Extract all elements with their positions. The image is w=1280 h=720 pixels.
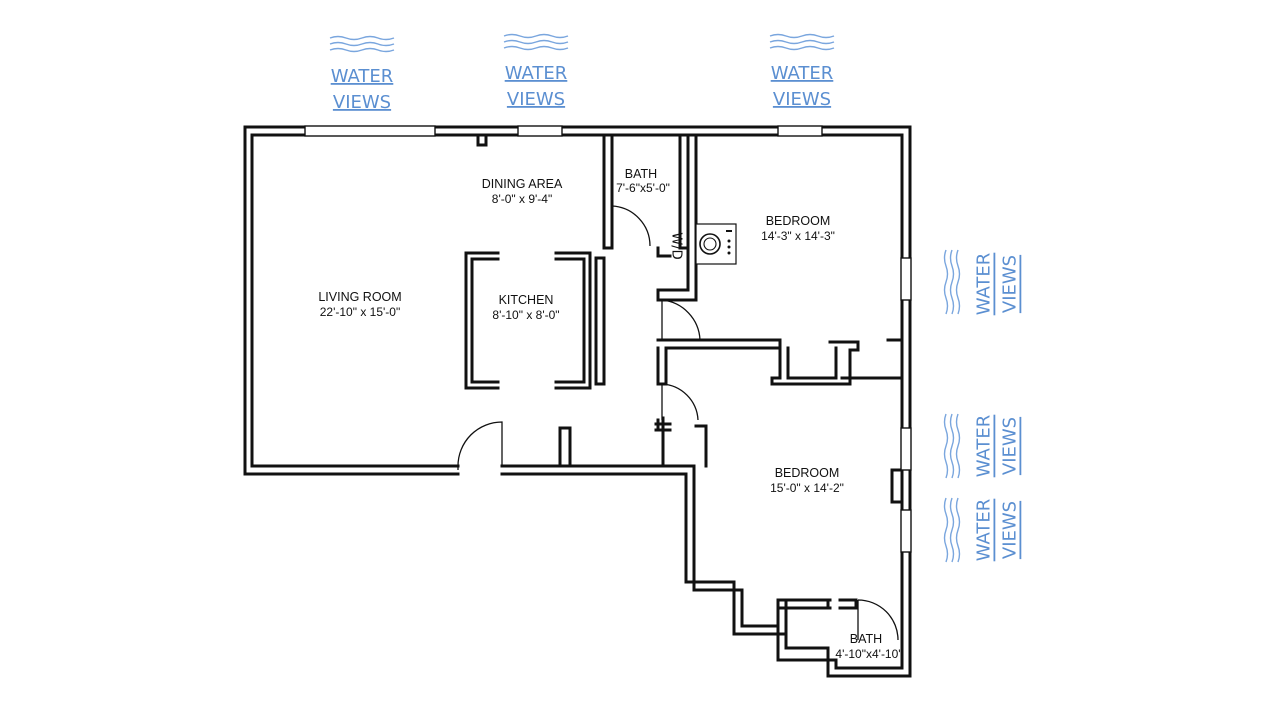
water-label: WATER: [974, 253, 995, 316]
views-label: VIEWS: [1000, 417, 1021, 475]
bath1-dims: 7'-6"x5'-0": [616, 181, 670, 195]
bedroom1-name: BEDROOM: [766, 214, 831, 228]
water-views-right-3: WATER VIEWS: [943, 497, 1021, 563]
wave-icon: [503, 33, 569, 51]
wave-icon: [943, 413, 961, 479]
windows: [304, 125, 912, 553]
living-room-dims: 22'-10" x 15'-0": [320, 305, 400, 319]
washer-dryer-icon: W/D: [669, 223, 737, 265]
views-label: VIEWS: [773, 89, 831, 110]
water-label: WATER: [974, 499, 995, 562]
water-views-right-2: WATER VIEWS: [943, 413, 1021, 479]
water-label: WATER: [974, 415, 995, 478]
wave-icon: [769, 33, 835, 51]
views-label: VIEWS: [1000, 501, 1021, 559]
water-label: WATER: [331, 66, 394, 87]
wave-icon: [943, 497, 961, 563]
views-label: VIEWS: [333, 92, 391, 113]
water-label: WATER: [505, 63, 568, 84]
wave-icon: [943, 249, 961, 315]
water-views-right-1: WATER VIEWS: [943, 249, 1021, 316]
bedroom2-name: BEDROOM: [775, 466, 840, 480]
kitchen-dims: 8'-10" x 8'-0": [492, 308, 559, 322]
wave-icon: [329, 35, 395, 53]
views-label: VIEWS: [507, 89, 565, 110]
dining-area-name: DINING AREA: [482, 177, 563, 191]
walls: [243, 125, 912, 678]
water-views-top-2: WATER VIEWS: [503, 33, 569, 110]
washer-dryer-label: W/D: [669, 232, 684, 259]
bath1-name: BATH: [625, 167, 657, 181]
views-label: VIEWS: [1000, 255, 1021, 313]
kitchen-name: KITCHEN: [499, 293, 554, 307]
bath2-dims: 4'-10"x4'-10': [835, 647, 900, 661]
living-room-name: LIVING ROOM: [318, 290, 401, 304]
water-views-top-1: WATER VIEWS: [329, 35, 395, 113]
bath2-name: BATH: [850, 632, 882, 646]
bedroom2-dims: 15'-0" x 14'-2": [770, 481, 844, 495]
water-views-top-3: WATER VIEWS: [769, 33, 835, 110]
doors: [457, 205, 899, 641]
dining-area-dims: 8'-0" x 9'-4": [492, 192, 552, 206]
room-labels: LIVING ROOM 22'-10" x 15'-0" DINING AREA…: [318, 167, 900, 661]
water-label: WATER: [771, 63, 834, 84]
bedroom1-dims: 14'-3" x 14'-3": [761, 229, 835, 243]
